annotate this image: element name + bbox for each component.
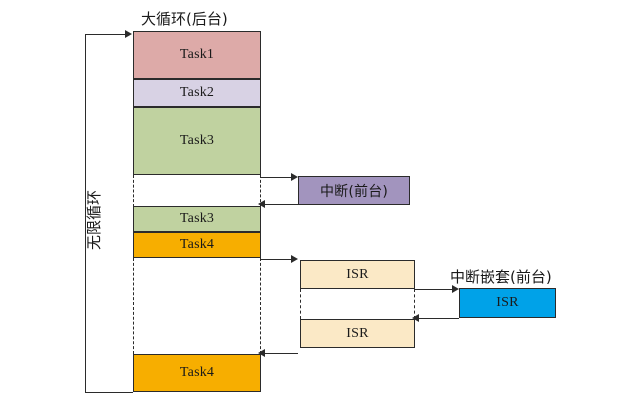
task-block-task3-first: Task3 (133, 107, 261, 175)
bottom-caption (238, 396, 438, 405)
task-block-task4-resumed: Task4 (133, 354, 261, 392)
loop-bracket-bottom (85, 392, 133, 393)
timeline-dash-left-lower (133, 258, 134, 354)
isr-dash-left (300, 289, 301, 319)
isr-return-line (262, 353, 298, 354)
interrupt-return-line (262, 204, 298, 205)
interrupt-block: 中断(前台) (298, 176, 410, 205)
loop-bracket-vertical (85, 34, 86, 392)
interrupt-entry-line (261, 177, 294, 178)
nested-isr-entry-arrow-icon (452, 285, 459, 293)
task-block-task1: Task1 (133, 31, 261, 79)
main-loop-title: 大循环(后台) (141, 10, 228, 28)
isr-entry-arrow-icon (291, 255, 298, 263)
infinite-loop-label: 无限循环 (85, 189, 103, 250)
isr-entry-line (261, 259, 294, 260)
isr-block-resumed: ISR (300, 319, 415, 348)
loop-bracket-top (85, 34, 126, 35)
nested-isr-return-line (416, 318, 459, 319)
isr-dash-right (414, 289, 415, 319)
interrupt-return-arrow-icon (258, 200, 265, 208)
interrupt-entry-arrow-icon (291, 173, 298, 181)
timeline-dash-right-upper (260, 175, 261, 207)
loop-arrow-head-icon (125, 30, 132, 38)
task-block-task2: Task2 (133, 79, 261, 107)
nested-isr-block: ISR (459, 288, 556, 318)
task-block-task4-first: Task4 (133, 232, 261, 258)
timeline-dash-left-upper (133, 175, 134, 207)
isr-block-first: ISR (300, 260, 415, 289)
nested-isr-entry-line (415, 289, 455, 290)
isr-return-arrow-icon (258, 349, 265, 357)
nested-interrupt-title: 中断嵌套(前台) (450, 268, 552, 286)
nested-isr-return-arrow-icon (412, 314, 419, 322)
timeline-dash-right-lower (260, 258, 261, 354)
task-block-task3-resumed: Task3 (133, 206, 261, 232)
